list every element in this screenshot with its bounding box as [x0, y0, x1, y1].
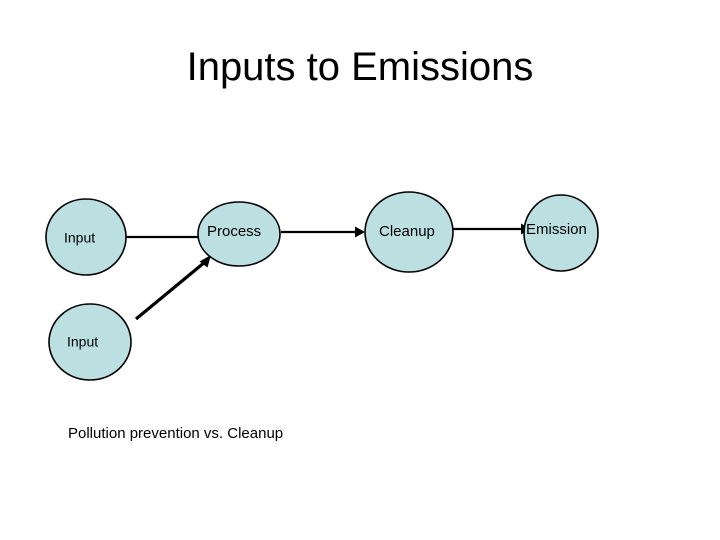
edge-input-bottom-to-process	[134, 255, 211, 321]
node-ellipse[interactable]	[523, 194, 599, 272]
node-ellipse[interactable]	[48, 303, 132, 381]
node-label: Process	[207, 223, 261, 240]
edge-line	[134, 260, 207, 321]
node-label: Input	[67, 334, 98, 350]
node-input-top[interactable]: Input	[45, 198, 127, 276]
slide-caption: Pollution prevention vs. Cleanup	[68, 425, 284, 442]
arrow-head-icon	[199, 255, 211, 268]
node-label: Emission	[526, 221, 587, 238]
node-label: Input	[64, 230, 95, 246]
node-label: Cleanup	[379, 223, 435, 240]
arrow-head-icon	[355, 226, 365, 238]
edge-process-to-cleanup	[281, 226, 365, 238]
page-title: Inputs to Emissions	[186, 45, 534, 89]
edge-input-top-to-process	[124, 231, 209, 243]
node-ellipse[interactable]	[45, 198, 127, 276]
node-process[interactable]: Process	[197, 201, 281, 267]
node-ellipse[interactable]	[364, 191, 454, 273]
edge-cleanup-to-emission	[453, 223, 531, 235]
node-emission[interactable]: Emission	[523, 194, 599, 272]
node-input-bottom[interactable]: Input	[48, 303, 132, 381]
node-ellipse[interactable]	[197, 201, 281, 267]
node-cleanup[interactable]: Cleanup	[364, 191, 454, 273]
